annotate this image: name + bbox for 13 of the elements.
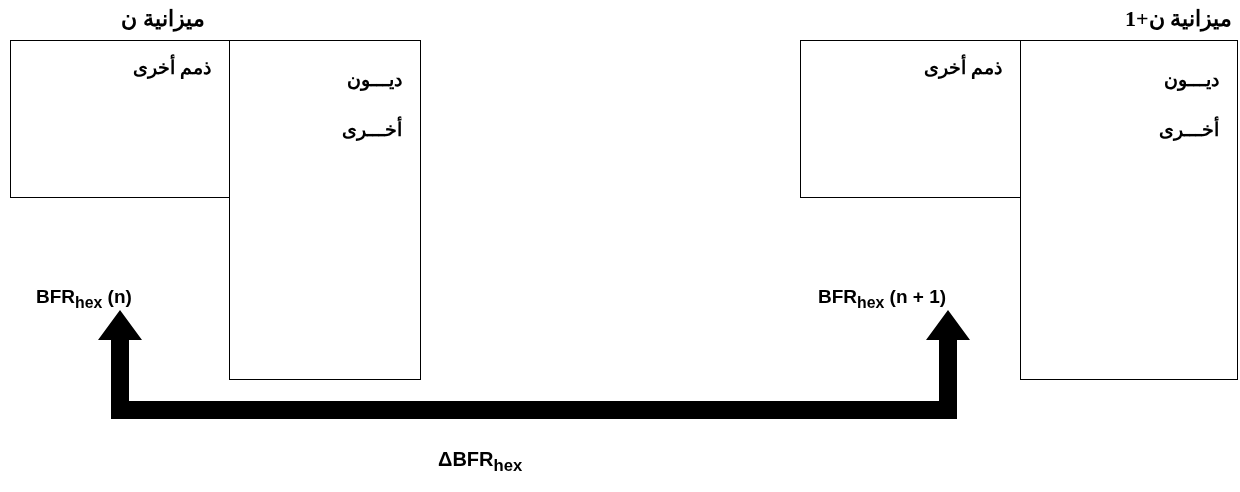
balance-heading: ميزانية ن (121, 6, 205, 32)
balance-box (10, 40, 230, 198)
arrow (98, 310, 970, 419)
balance-heading: ميزانية ن+1 (1125, 6, 1233, 32)
box-label: ذمم أخرى (31, 55, 211, 81)
balance-box (800, 40, 1021, 198)
box-label: ديـــون أخـــرى (341, 68, 402, 143)
balance-box (229, 40, 421, 380)
bfr-label: BFR$_{hex}$ (n) (36, 284, 132, 310)
bfr-label: BFR$_{hex}$ (n + 1) (818, 284, 947, 310)
box-label: ديـــون أخـــرى (1158, 68, 1219, 143)
balance-box (1020, 40, 1238, 380)
box-label: ذمم أخرى (822, 55, 1002, 81)
